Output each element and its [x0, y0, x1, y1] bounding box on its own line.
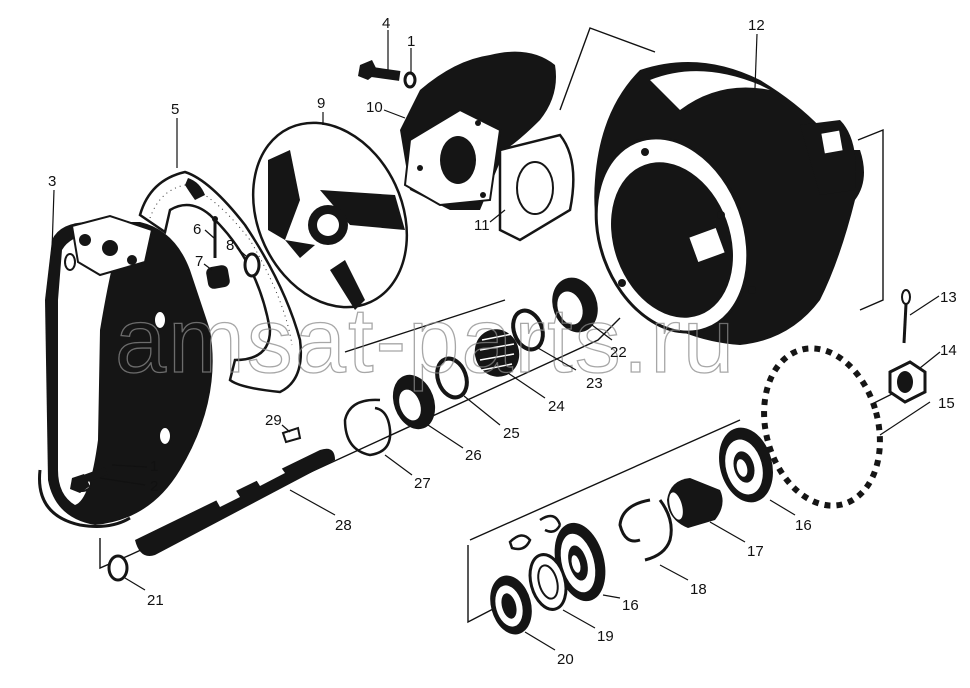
- callout-label: 7: [195, 253, 203, 270]
- callout-label: 6: [193, 221, 201, 238]
- callout-label: 23: [586, 375, 603, 392]
- callout-label: 27: [414, 475, 431, 492]
- part-impeller: [251, 121, 409, 310]
- part-bearing-group: [618, 427, 773, 562]
- callout-21: 21: [124, 577, 164, 609]
- callout-7: 7: [195, 253, 213, 271]
- callout-11: 11: [474, 209, 506, 234]
- part-gasket-5: [138, 170, 303, 394]
- callout-17: 17: [709, 521, 764, 560]
- part-bolt-2: [70, 467, 108, 493]
- callout-10: 10: [366, 99, 406, 119]
- callout-label: 16: [795, 517, 812, 534]
- axis-line-housing-bracket: [559, 27, 656, 111]
- callout-13: 13: [909, 289, 957, 316]
- callout-12: 12: [748, 17, 765, 89]
- callout-28: 28: [289, 489, 352, 534]
- callout-27: 27: [384, 454, 431, 492]
- callout-14: 14: [919, 342, 957, 369]
- callout-3: 3: [48, 173, 56, 251]
- part-seal-stack: [392, 277, 598, 430]
- callout-6: 6: [193, 221, 215, 239]
- axis-line-shaft: [99, 317, 621, 570]
- callout-26: 26: [427, 424, 482, 464]
- callout-label: 17: [747, 543, 764, 560]
- callout-label: 5: [171, 101, 179, 118]
- callout-label: 4: [382, 15, 390, 32]
- callout-label: 1: [150, 458, 158, 475]
- callout-29: 29: [265, 412, 291, 433]
- axis-line-lower-left: [467, 545, 496, 624]
- callout-1-top: 1: [407, 33, 415, 74]
- callout-label: 24: [548, 398, 565, 415]
- callout-label: 16: [622, 597, 639, 614]
- part-lower-bearing-group: [490, 514, 606, 635]
- callout-15: 15: [879, 395, 955, 436]
- axis-line-lower: [469, 419, 741, 541]
- callout-label: 2: [150, 478, 158, 495]
- part-gasket-11: [498, 133, 575, 242]
- callout-label: 15: [938, 395, 955, 412]
- callout-label: 29: [265, 412, 282, 429]
- callout-label: 13: [940, 289, 957, 306]
- callout-label: 9: [317, 95, 325, 112]
- callout-2: 2: [99, 477, 158, 495]
- callout-5: 5: [171, 101, 179, 168]
- part-bolt-4: [358, 60, 417, 89]
- callout-label: 22: [610, 344, 627, 361]
- callout-label: 12: [748, 17, 765, 34]
- callout-label: 8: [226, 237, 234, 254]
- part-shaft-group: [107, 398, 392, 582]
- callout-16-upper: 16: [769, 499, 812, 534]
- part-inlet-cover: [38, 214, 213, 528]
- callout-label: 21: [147, 592, 164, 609]
- callout-label: 11: [474, 217, 490, 234]
- callouts: 4 1 12 9 10 5 3 6: [48, 15, 957, 668]
- callout-4: 4: [382, 15, 390, 70]
- callout-9: 9: [317, 95, 325, 125]
- callout-16-lower: 16: [602, 594, 639, 614]
- callout-label: 3: [48, 173, 56, 190]
- callout-label: 26: [465, 447, 482, 464]
- axis-line-right-bracket: [857, 128, 884, 311]
- callout-8: 8: [226, 237, 247, 257]
- part-small-fasteners: [206, 216, 261, 289]
- axis-line-upper: [344, 299, 506, 353]
- callout-20: 20: [524, 631, 574, 668]
- callout-18: 18: [659, 564, 707, 598]
- assembly-axis-lines: [99, 27, 901, 624]
- callout-25: 25: [463, 395, 520, 442]
- callout-label: 1: [407, 33, 415, 50]
- callout-24: 24: [507, 372, 565, 415]
- part-gear-group: [761, 289, 927, 509]
- callout-label: 19: [597, 628, 614, 645]
- callout-label: 20: [557, 651, 574, 668]
- part-outlet-pipe: [400, 51, 556, 210]
- callout-label: 10: [366, 99, 383, 116]
- callout-23: 23: [537, 347, 603, 392]
- callout-label: 18: [690, 581, 707, 598]
- callout-1-cover: 1: [111, 458, 158, 475]
- callout-label: 25: [503, 425, 520, 442]
- callout-19: 19: [562, 609, 614, 645]
- watermark: amsat-parts.ru: [115, 290, 736, 392]
- callout-22: 22: [591, 324, 627, 361]
- callout-label: 28: [335, 517, 352, 534]
- callout-label: 14: [940, 342, 957, 359]
- part-housing: [594, 62, 864, 345]
